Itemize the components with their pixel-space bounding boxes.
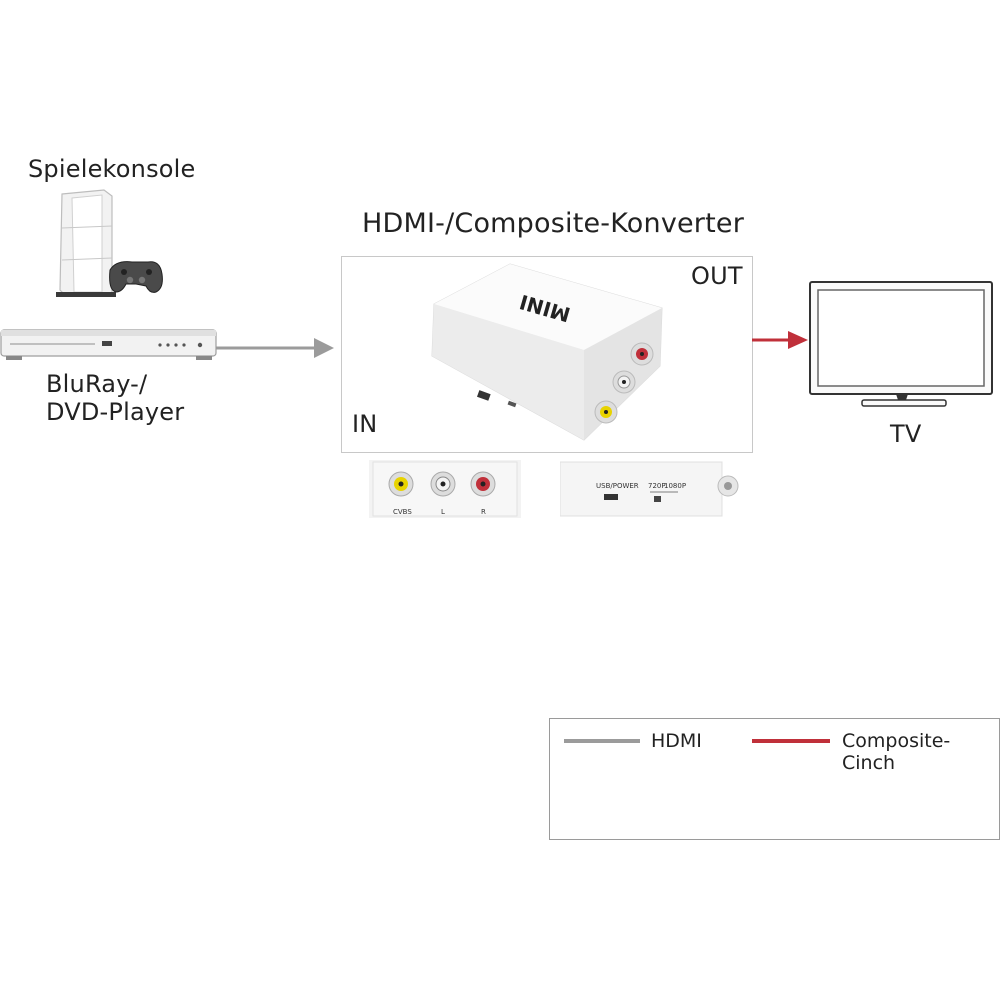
tv-icon [809, 281, 993, 407]
converter-device-icon: MINI [431, 263, 663, 441]
player-label-line2: DVD-Player [46, 398, 185, 426]
bluray-player-icon [0, 329, 217, 360]
rca-detail-view: CVBS L R [369, 460, 521, 518]
usb-port-icon [604, 494, 618, 500]
switch-icon [507, 400, 517, 408]
converter-out-label: OUT [691, 262, 743, 290]
legend-box [549, 718, 1000, 840]
rca-label-r: R [481, 508, 486, 516]
rca-label-l: L [441, 508, 445, 516]
player-label-line1: BluRay-/ [46, 370, 148, 398]
rca-port-right [470, 471, 496, 497]
output-rca-ports [594, 342, 654, 424]
resolution-switch-icon [654, 496, 661, 502]
usb-power-text: USB/POWER [596, 482, 639, 490]
switch-1080p-text: 1080P [664, 482, 686, 490]
tv-label: TV [890, 420, 922, 448]
rca-label-cvbs: CVBS [393, 508, 412, 516]
legend-composite-label: Composite-Cinch [842, 730, 951, 774]
usb-port-icon [476, 390, 491, 401]
legend-hdmi-label: HDMI [651, 730, 702, 752]
game-console-icon [56, 189, 163, 297]
diagram-title: HDMI-/Composite-Konverter [362, 208, 745, 239]
converter-in-label: IN [352, 410, 378, 438]
legend-composite-swatch [752, 739, 830, 743]
game-console-label: Spielekonsole [28, 155, 196, 183]
switch-720p-text: 720P [648, 482, 666, 490]
hdmi-arrow [216, 338, 334, 358]
rca-port-cvbs [388, 471, 414, 497]
rca-port-left [430, 471, 456, 497]
composite-arrow [752, 331, 808, 349]
legend-hdmi-swatch [564, 739, 640, 743]
usb-detail-view: USB/POWER 720P 1080P [560, 461, 739, 517]
